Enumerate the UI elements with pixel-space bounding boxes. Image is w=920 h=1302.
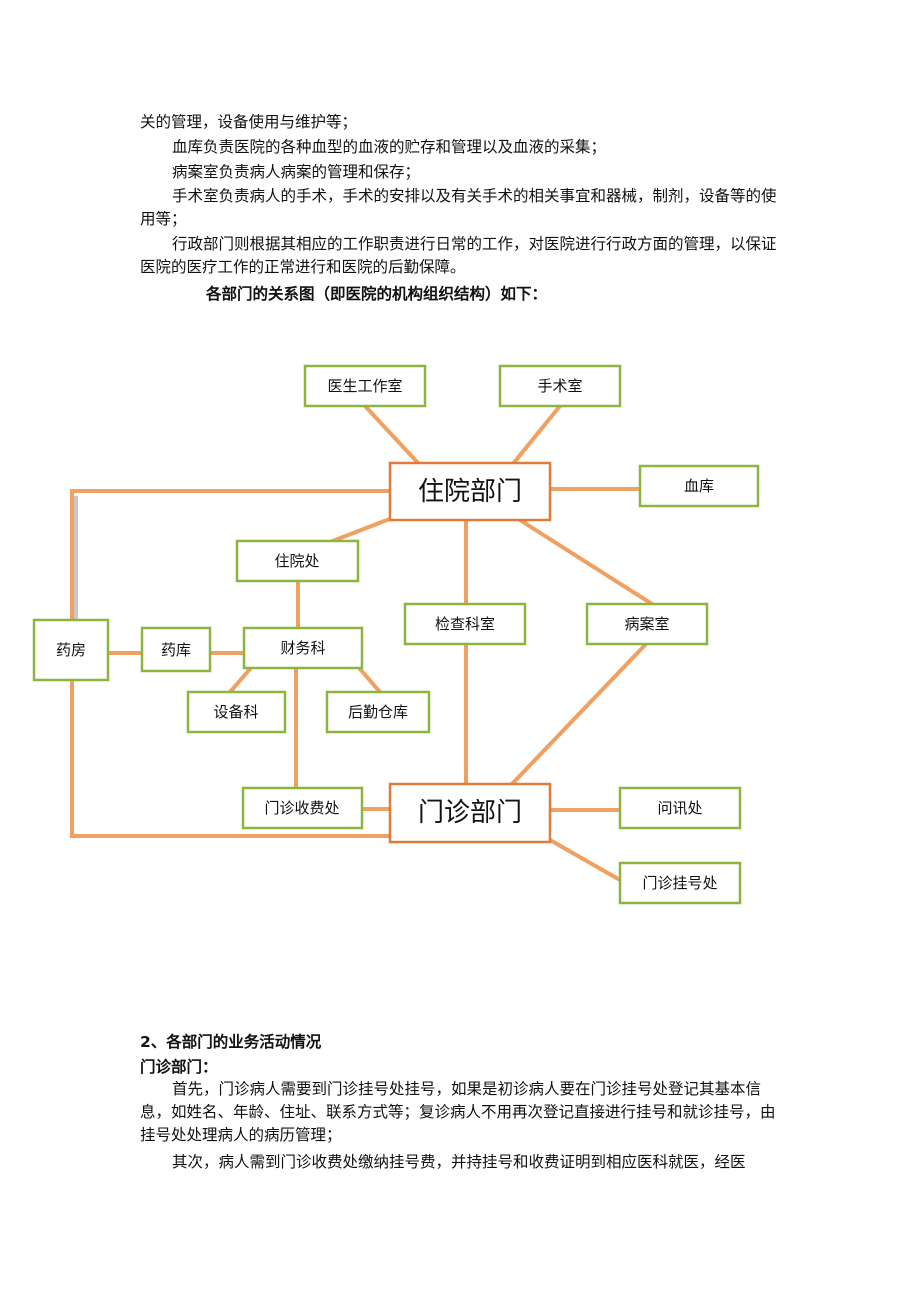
paragraph-blood-bank: 血库负责医院的各种血型的血液的贮存和管理以及血液的采集； bbox=[172, 138, 607, 156]
svg-text:设备科: 设备科 bbox=[213, 703, 258, 721]
svg-text:医生工作室: 医生工作室 bbox=[327, 377, 402, 395]
node-outpatient-cashier: 门诊收费处 bbox=[241, 786, 364, 830]
paragraph-admin: 行政部门则根据其相应的工作职责进行日常的工作，对医院进行行政方面的管理，以保证医… bbox=[140, 235, 777, 276]
node-records-room: 病案室 bbox=[585, 602, 709, 646]
node-inpatient-dept: 住院部门 bbox=[388, 461, 552, 522]
paragraph-outpatient-first: 首先，门诊病人需要到门诊挂号处挂号，如果是初诊病人要在门诊挂号处登记其基本信息，… bbox=[140, 1080, 776, 1144]
svg-text:住院处: 住院处 bbox=[274, 552, 319, 570]
connector-inpatient-office bbox=[327, 517, 390, 545]
svg-text:后勤仓库: 后勤仓库 bbox=[348, 703, 408, 721]
connector-finance-logistics bbox=[357, 666, 383, 695]
node-outpatient-dept: 门诊部门 bbox=[388, 782, 552, 844]
node-pharmacy: 药房 bbox=[32, 618, 110, 682]
node-exam-room: 检查科室 bbox=[403, 602, 527, 646]
node-equipment: 设备科 bbox=[186, 690, 287, 734]
node-finance: 财务科 bbox=[242, 626, 364, 670]
connector-inpatient-pharmacy bbox=[70, 489, 392, 622]
node-drug-storage: 药库 bbox=[140, 626, 212, 673]
node-logistics: 后勤仓库 bbox=[325, 690, 431, 734]
node-doctor-office: 医生工作室 bbox=[303, 364, 427, 408]
connector-outpatient-registration bbox=[547, 837, 623, 883]
svg-text:药库: 药库 bbox=[161, 641, 191, 659]
node-inpatient-office: 住院处 bbox=[235, 539, 360, 583]
paragraph-management: 关的管理，设备使用与维护等； bbox=[140, 113, 358, 131]
paragraph-records: 病案室负责病人病案的管理和保存； bbox=[172, 163, 421, 181]
connector-doctor-inpatient bbox=[362, 403, 423, 468]
subheading-outpatient: 门诊部门： bbox=[140, 1058, 218, 1076]
svg-text:血库: 血库 bbox=[684, 477, 714, 495]
paragraph-outpatient-second: 其次，病人需到门诊收费处缴纳挂号费，并持挂号和收费证明到相应医科就医，经医 bbox=[172, 1153, 746, 1171]
svg-text:门诊挂号处: 门诊挂号处 bbox=[642, 874, 717, 892]
svg-text:门诊部门: 门诊部门 bbox=[418, 798, 522, 828]
svg-text:财务科: 财务科 bbox=[280, 639, 325, 657]
connector-surgery-inpatient bbox=[509, 403, 563, 468]
connector-inpatient-records bbox=[517, 517, 655, 607]
section-heading: 2、各部门的业务活动情况 bbox=[140, 1033, 322, 1051]
node-registration: 门诊挂号处 bbox=[618, 861, 742, 905]
svg-text:手术室: 手术室 bbox=[537, 377, 582, 395]
node-surgery: 手术室 bbox=[498, 364, 622, 408]
svg-text:问讯处: 问讯处 bbox=[657, 799, 702, 817]
node-blood-bank: 血库 bbox=[638, 464, 760, 508]
connector-records-outpatient bbox=[509, 641, 649, 787]
diagram-caption: 各部门的关系图（即医院的机构组织结构）如下： bbox=[206, 285, 548, 303]
svg-text:病案室: 病案室 bbox=[624, 615, 669, 633]
connector-finance-equipment bbox=[227, 666, 253, 695]
svg-text:药房: 药房 bbox=[56, 641, 86, 659]
svg-text:住院部门: 住院部门 bbox=[418, 477, 522, 507]
connector-pharmacy-outpatient bbox=[70, 678, 392, 838]
paragraph-surgery: 手术室负责病人的手术，手术的安排以及有关手术的相关事宜和器械，制剂，设备等的使用… bbox=[140, 187, 777, 228]
node-inquiry: 问讯处 bbox=[618, 786, 742, 830]
svg-text:检查科室: 检查科室 bbox=[435, 615, 495, 633]
svg-text:门诊收费处: 门诊收费处 bbox=[264, 799, 339, 817]
